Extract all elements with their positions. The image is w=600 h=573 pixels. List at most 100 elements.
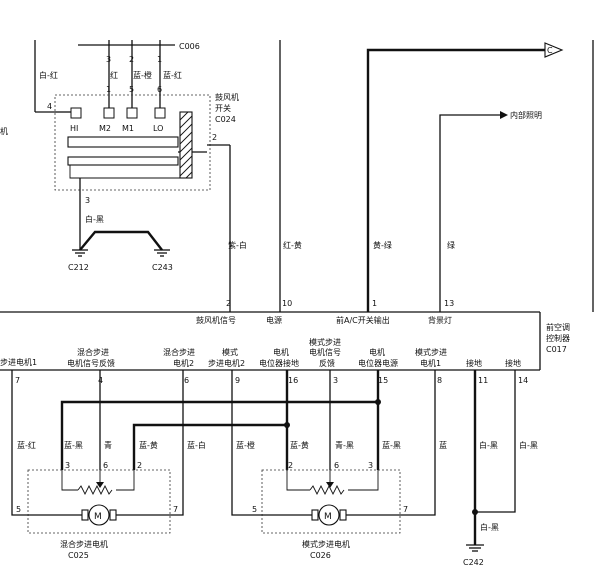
bl-pot-power-1: 电机 <box>369 347 385 357</box>
terminal-m1-pin <box>126 107 138 119</box>
mode-pot-right-lead <box>348 470 379 491</box>
wire-pin14-color: 白-黑 <box>519 440 538 450</box>
junction-pot-power <box>375 399 381 405</box>
wire-pin8-color: 蓝 <box>439 440 447 450</box>
bl-pot-ground-2: 电位器接地 <box>259 358 299 368</box>
wire-backlight-color: 绿 <box>447 241 455 250</box>
wire-pin4-color-left: 蓝-黑 <box>64 440 83 450</box>
blower-switch-outline <box>54 94 211 191</box>
pin-num-6: 6 <box>157 85 162 94</box>
c006-label: C006 <box>179 42 200 51</box>
controller-top-pin-2: 2 <box>226 299 231 308</box>
mix-pot-arrow <box>96 482 104 488</box>
controller-top-pin-13: 13 <box>444 299 454 308</box>
bl-mix-feedback-1: 混合步进 <box>77 347 109 357</box>
mix-motor-m: M <box>94 512 102 522</box>
ground-symbol-c212 <box>72 238 88 257</box>
terminal-lo: LO <box>153 124 163 133</box>
bl-mode-motor1-2: 电机1 <box>420 358 441 368</box>
wire-hi-color: 白-红 <box>39 70 58 80</box>
terminal-lo-pin <box>154 107 166 119</box>
mix-stepper-motor: 3 6 2 5 7 M 混合步进电机 C025 <box>16 461 178 560</box>
blower-switch-connector: C024 <box>215 115 236 124</box>
mode-motor-connector: C026 <box>310 551 331 560</box>
wire-pin11-color: 白-黑 <box>479 440 498 450</box>
mix-motor-pin-5: 5 <box>16 505 21 514</box>
mix-motor-brush-right <box>109 509 117 521</box>
mode-motor-pin-7: 7 <box>403 505 408 514</box>
wire-lo-color: 蓝-红 <box>163 70 182 80</box>
controller-name-1: 前空调 <box>546 322 570 332</box>
mix-pot-right-lead <box>116 470 135 491</box>
middle-wires: 紫-白 红-黄 黄-绿 C 内部照明 绿 <box>228 40 594 312</box>
blower-switch-name-2: 开关 <box>215 103 231 113</box>
wire-pin7 <box>11 370 28 516</box>
mix-motor-circle <box>88 504 110 526</box>
mode-pot-arrow <box>326 482 334 488</box>
wire-m1-color: 蓝-橙 <box>133 70 152 80</box>
wire-pin6-right-color: 蓝-白 <box>187 440 206 450</box>
wire-ac-color: 黄-绿 <box>373 240 392 250</box>
interior-light-label: 内部照明 <box>510 110 542 120</box>
mix-motor-name: 混合步进电机 <box>60 539 108 549</box>
switch-pin-right: 2 <box>212 133 217 142</box>
bl-ground-a: 接地 <box>466 358 482 368</box>
controller-top-pin-10: 10 <box>282 299 292 308</box>
bl-mode-feedback-3: 反馈 <box>319 358 335 368</box>
switch-pin-bottom: 3 <box>85 196 90 205</box>
c006-pin-1: 1 <box>157 55 162 64</box>
blower-switch-section: 机 C006 3 2 1 白-红 红 蓝-橙 蓝-红 1 5 6 4 HI M2… <box>0 40 239 272</box>
bl-mix-motor2-1: 混合步进 <box>163 347 195 357</box>
wire-ground-color: 白-黑 <box>85 214 104 224</box>
mode-motor-brush-left <box>311 509 319 521</box>
pin-8: 8 <box>437 376 442 385</box>
wire-pin15-color: 蓝-黑 <box>382 440 401 450</box>
mix-motor-pin-3: 3 <box>65 461 70 470</box>
mix-motor-outline <box>27 469 171 534</box>
wire-pin8 <box>400 370 436 516</box>
mix-motor-pin-6: 6 <box>103 461 108 470</box>
wire-pot-ground-bus <box>132 423 287 470</box>
mode-motor-name: 模式步进电机 <box>302 539 350 549</box>
wire-pin16-color: 蓝-黄 <box>290 440 309 450</box>
blower-switch-name-1: 鼓风机 <box>215 92 239 102</box>
pin-3: 3 <box>333 376 338 385</box>
c006-pin-3: 3 <box>106 55 111 64</box>
bl-mode-feedback-2: 电机信号 <box>309 347 341 357</box>
connector-c-arrow <box>544 42 564 58</box>
pin-14: 14 <box>518 376 528 385</box>
terminal-hi: HI <box>70 124 78 133</box>
switch-inner-frame <box>69 165 180 179</box>
wire-pin7-color: 蓝-红 <box>17 440 36 450</box>
mode-motor-m: M <box>324 512 332 522</box>
wire-pin14 <box>475 370 516 513</box>
wire-pin9-color: 蓝-橙 <box>236 440 255 450</box>
ground-label-c242: C242 <box>463 558 484 567</box>
wire-signal-color: 紫-白 <box>228 240 247 250</box>
mix-pot-resistor <box>77 484 113 496</box>
bl-mix-feedback-2: 电机信号反馈 <box>67 358 115 368</box>
mix-motor-pin-2: 2 <box>137 461 142 470</box>
mode-motor-brush-right <box>339 509 347 521</box>
mode-motor-pin-3: 3 <box>368 461 373 470</box>
interior-light-arrow <box>500 111 508 119</box>
mode-motor-outline <box>261 469 401 534</box>
pin-11: 11 <box>478 376 488 385</box>
ground-label-c243: C243 <box>152 263 173 272</box>
mix-pot-left-lead <box>61 470 78 491</box>
bl-stepper1: 步进电机1 <box>0 357 37 367</box>
wire-pot-power-bus <box>60 400 378 470</box>
controller: 2 10 1 13 鼓风机信号 电源 前A/C开关输出 背景灯 前空调 控制器 … <box>0 299 570 385</box>
bl-ground-b: 接地 <box>505 358 521 368</box>
bl-mix-motor2-2: 电机2 <box>173 358 194 368</box>
terminal-hi-pin <box>70 107 82 119</box>
mode-pot-resistor <box>309 484 345 496</box>
controller-label-ac-output: 前A/C开关输出 <box>336 315 390 325</box>
junction-pot-ground <box>284 422 290 428</box>
controller-top-pin-1: 1 <box>372 299 377 308</box>
lower-wires: 蓝-红 蓝-黑 青 蓝-黑 蓝-黄 蓝-黄 蓝-白 蓝-橙 青-黑 蓝 白-黑 <box>11 370 538 567</box>
junction-ground <box>472 509 478 515</box>
pin-9: 9 <box>235 376 240 385</box>
bl-pot-ground-1: 电机 <box>273 347 289 357</box>
controller-label-blower-signal: 鼓风机信号 <box>196 315 236 325</box>
